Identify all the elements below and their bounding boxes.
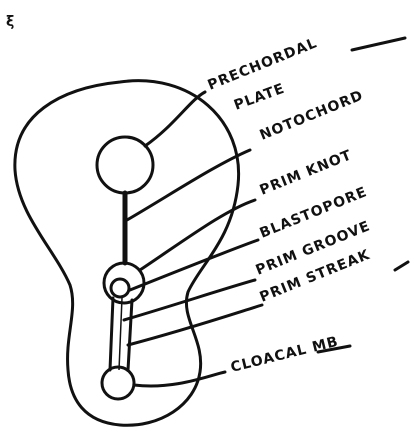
label-prechordal-plate-2: PLATE — [232, 81, 287, 114]
blastopore-circle — [111, 279, 129, 297]
stray-stroke-top — [352, 38, 405, 50]
primitive-groove-line — [119, 298, 122, 370]
leader-prechordal-plate — [145, 92, 205, 146]
leader-prim-knot — [140, 200, 255, 270]
label-prim-knot: PRIM KNOT — [258, 147, 355, 199]
cloacal-membrane-circle — [102, 367, 134, 399]
stray-stroke-right — [395, 262, 408, 270]
label-prechordal-plate-1: PRECHORDAL — [206, 35, 320, 94]
corner-mark: ξ — [6, 14, 15, 30]
primitive-streak-left — [110, 298, 113, 370]
leader-cloacal-mb — [134, 372, 225, 386]
primitive-streak-right — [128, 300, 132, 370]
label-cloacal-mb: CLOACAL MB — [229, 334, 340, 376]
